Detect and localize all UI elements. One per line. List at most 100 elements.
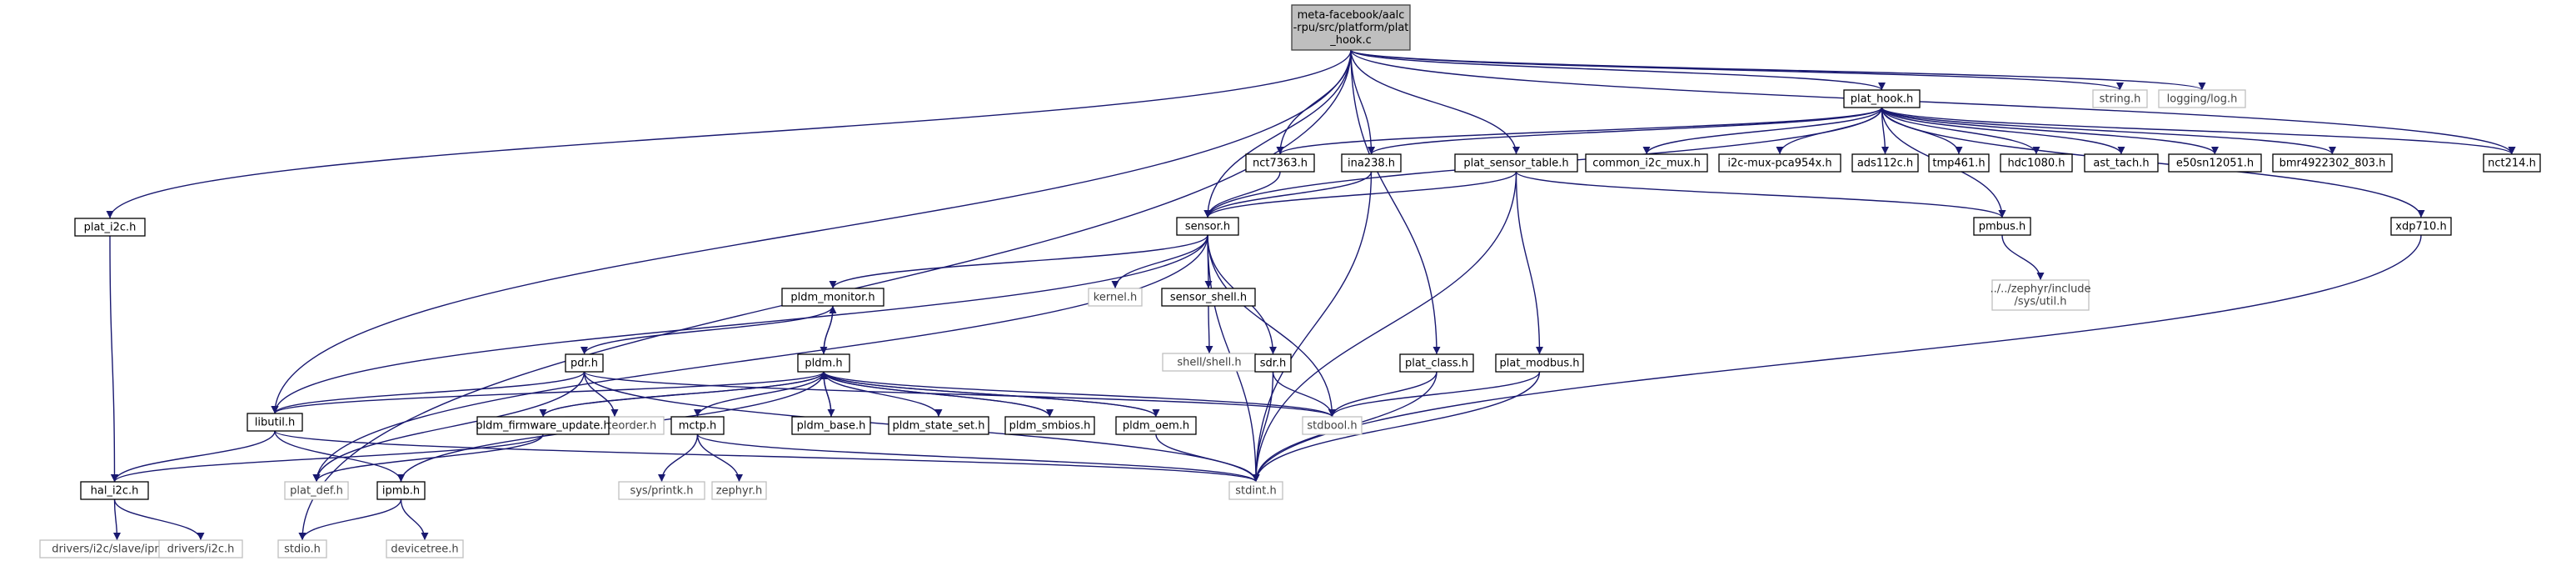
node-plat_class-box — [1399, 353, 1474, 373]
node-kernel: kernel.h — [1088, 288, 1143, 307]
node-pmbus-label: pmbus.h — [1979, 221, 2026, 233]
node-plat_hook[interactable]: plat_hook.h — [1843, 89, 1921, 108]
node-plat_i2c[interactable]: plat_i2c.h — [74, 218, 146, 237]
node-plat_i2c-label: plat_i2c.h — [84, 222, 137, 234]
node-pldm_oem-box — [1115, 416, 1197, 435]
node-hdc1080-box — [2000, 153, 2073, 173]
node-ipmb[interactable]: ipmb.h — [376, 481, 426, 500]
node-ads112c[interactable]: ads112c.h — [1851, 153, 1919, 173]
node-pmbus-box — [1973, 217, 2031, 236]
node-common_i2c_mux[interactable]: common_i2c_mux.h — [1585, 153, 1708, 173]
node-plat_hook-label: plat_hook.h — [1851, 93, 1913, 106]
edge-pldm-to-pldm_monitor — [823, 305, 837, 355]
node-pldm_base[interactable]: pldm_base.h — [791, 416, 871, 435]
node-ast_tach[interactable]: ast_tach.h — [2084, 153, 2159, 173]
node-tmp461[interactable]: tmp461.h — [1928, 153, 1990, 173]
node-plat_hook-box — [1843, 89, 1921, 108]
edge-mctp-to-sys_printk — [658, 433, 699, 483]
node-zephyr_util-label: ../../zephyr/include — [1990, 283, 2090, 296]
node-pldm_fw[interactable]: pldm_firmware_update.h — [476, 416, 610, 435]
node-tmp461-label: tmp461.h — [1932, 158, 1985, 170]
edge-ipmb-to-stdio — [298, 498, 402, 541]
node-xdp710[interactable]: xdp710.h — [2390, 217, 2452, 236]
node-sensor-label: sensor.h — [1185, 221, 1230, 233]
edge-hal_i2c-to-drivers_i2c — [113, 498, 205, 541]
node-drivers_i2c-label: drivers/i2c.h — [167, 543, 235, 556]
node-hdc1080[interactable]: hdc1080.h — [2000, 153, 2073, 173]
node-hdc1080-label: hdc1080.h — [2007, 158, 2065, 170]
edge-pldm_fw-to-pldm — [542, 371, 828, 418]
node-xdp710-box — [2390, 217, 2452, 236]
node-nct214[interactable]: nct214.h — [2483, 153, 2541, 173]
node-ipmb-box — [376, 481, 426, 500]
edge-hal_i2c-to-drivers_ipmb — [112, 498, 121, 541]
node-plat_sensor_table-box — [1454, 153, 1578, 173]
node-plat_def-label: plat_def.h — [290, 485, 343, 498]
node-plat_def: plat_def.h — [284, 481, 349, 500]
edge-root-to-plat_sensor_table — [1350, 49, 1520, 155]
node-mctp[interactable]: mctp.h — [670, 416, 725, 435]
node-sensor[interactable]: sensor.h — [1176, 217, 1239, 236]
node-i2c_mux[interactable]: i2c-mux-pca954x.h — [1718, 153, 1841, 173]
node-root-label: _hook.c — [1329, 34, 1371, 47]
node-ina238-label: ina238.h — [1348, 158, 1395, 170]
node-kernel-label: kernel.h — [1094, 292, 1137, 304]
node-plat_i2c-box — [74, 218, 146, 237]
node-stdio-label: stdio.h — [284, 543, 321, 556]
node-root[interactable]: meta-facebook/aalc-rpu/src/platform/plat… — [1291, 4, 1411, 51]
node-pldm_state_set[interactable]: pldm_state_set.h — [888, 416, 989, 435]
node-i2c_mux-box — [1718, 153, 1841, 173]
node-pldm_smbios[interactable]: pldm_smbios.h — [1004, 416, 1095, 435]
node-ads112c-box — [1851, 153, 1919, 173]
edge-plat_class-to-stdbool — [1328, 371, 1437, 418]
edge-plat_i2c-to-hal_i2c — [109, 235, 118, 483]
edge-pldm_monitor-to-pdr — [580, 305, 834, 355]
node-zephyr_h: zephyr.h — [711, 481, 767, 500]
node-pdr[interactable]: pdr.h — [565, 353, 604, 373]
node-stdint: stdint.h — [1228, 481, 1283, 500]
node-bmr4922302-box — [2272, 153, 2393, 173]
node-sdr[interactable]: sdr.h — [1254, 353, 1292, 373]
edge-plat_modbus-to-stdbool — [1328, 371, 1541, 418]
node-common_i2c_mux-label: common_i2c_mux.h — [1592, 158, 1701, 170]
node-shell-label: shell/shell.h — [1177, 357, 1241, 369]
node-string-label: string.h — [2100, 93, 2141, 106]
node-sensor_shell[interactable]: sensor_shell.h — [1161, 288, 1256, 307]
edge-plat_sensor_table-to-plat_modbus — [1515, 171, 1543, 355]
node-sys_printk-box — [618, 481, 705, 500]
edge-plat_hook-to-nct214 — [1881, 107, 2516, 155]
edge-root-to-plat_i2c — [106, 49, 1352, 219]
node-plat_class[interactable]: plat_class.h — [1399, 353, 1474, 373]
node-pmbus[interactable]: pmbus.h — [1973, 217, 2031, 236]
node-hal_i2c[interactable]: hal_i2c.h — [80, 481, 149, 500]
node-zephyr_util-box — [1991, 279, 2090, 311]
node-logging-label: logging/log.h — [2167, 93, 2238, 106]
node-ina238[interactable]: ina238.h — [1341, 153, 1402, 173]
edge-pldm-to-libutil — [271, 371, 825, 414]
node-mctp-box — [670, 416, 725, 435]
edge-pdr-to-libutil — [271, 371, 585, 414]
node-zephyr_h-box — [711, 481, 767, 500]
node-pldm_oem[interactable]: pldm_oem.h — [1115, 416, 1197, 435]
node-pldm_smbios-box — [1004, 416, 1095, 435]
node-root-label: -rpu/src/platform/plat — [1293, 22, 1409, 34]
edge-pdr-to-stdbool — [583, 371, 1336, 418]
node-pldm_monitor[interactable]: pldm_monitor.h — [781, 288, 884, 307]
node-plat_modbus-box — [1495, 353, 1584, 373]
node-nct7363[interactable]: nct7363.h — [1245, 153, 1315, 173]
edges-layer — [106, 49, 2516, 541]
node-plat_sensor_table[interactable]: plat_sensor_table.h — [1454, 153, 1578, 173]
node-pldm_base-label: pldm_base.h — [797, 420, 866, 433]
node-ipmb-label: ipmb.h — [382, 485, 420, 498]
node-plat_modbus[interactable]: plat_modbus.h — [1495, 353, 1584, 373]
node-pldm[interactable]: pldm.h — [797, 353, 850, 373]
node-bmr4922302[interactable]: bmr4922302_803.h — [2272, 153, 2393, 173]
node-nct214-box — [2483, 153, 2541, 173]
node-bmr4922302-label: bmr4922302_803.h — [2280, 158, 2386, 170]
edge-root-to-plat_hook — [1350, 49, 1886, 91]
node-e50sn12051[interactable]: e50sn12051.h — [2168, 153, 2262, 173]
edge-pldm_fw-to-hal_i2c — [111, 433, 544, 483]
node-kernel-box — [1088, 288, 1143, 307]
node-libutil[interactable]: libutil.h — [247, 413, 303, 432]
edge-pldm_fw-to-plat_def — [312, 433, 544, 483]
